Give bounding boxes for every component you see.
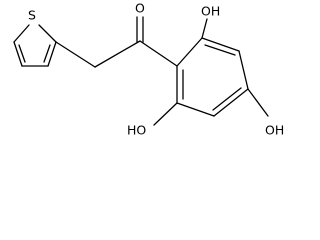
- bond-c2-c3: [47, 41, 57, 67]
- bond-ring-5: [176, 102, 215, 117]
- hydroxyl-left-label: HO: [127, 123, 146, 138]
- sulfur-label: S: [28, 8, 36, 23]
- hydroxyl-right-label: OH: [265, 123, 284, 138]
- hydroxyl-top-label: OH: [201, 4, 220, 19]
- bond-c5-s: [13, 24, 30, 43]
- chemical-structure: S O OH HO OH: [13, 1, 284, 138]
- bond-ch2-carbonyl: [94, 40, 141, 68]
- bond-c2-c3-inner: [43, 44, 51, 63]
- bond-oh-right: [247, 88, 269, 117]
- bond-ring-4: [213, 88, 249, 117]
- bond-carbonyl-ring: [139, 40, 178, 67]
- bond-ring-2: [201, 37, 240, 52]
- bond-oh-top: [201, 18, 208, 39]
- bond-ring-4-inner: [212, 87, 242, 111]
- bond-oh-left: [153, 102, 178, 126]
- bond-ring-2-inner: [204, 44, 236, 56]
- bond-ring-3: [238, 50, 249, 90]
- bond-s-c2: [38, 24, 57, 43]
- bonds: [13, 16, 269, 126]
- bond-c4-c5-inner: [18, 44, 26, 63]
- atom-labels: S O OH HO OH: [28, 1, 284, 138]
- bond-ring-1: [176, 37, 203, 67]
- carbonyl-oxygen-label: O: [135, 1, 145, 16]
- bond-c2-ch2: [55, 41, 96, 68]
- bond-c4-c5: [13, 41, 23, 67]
